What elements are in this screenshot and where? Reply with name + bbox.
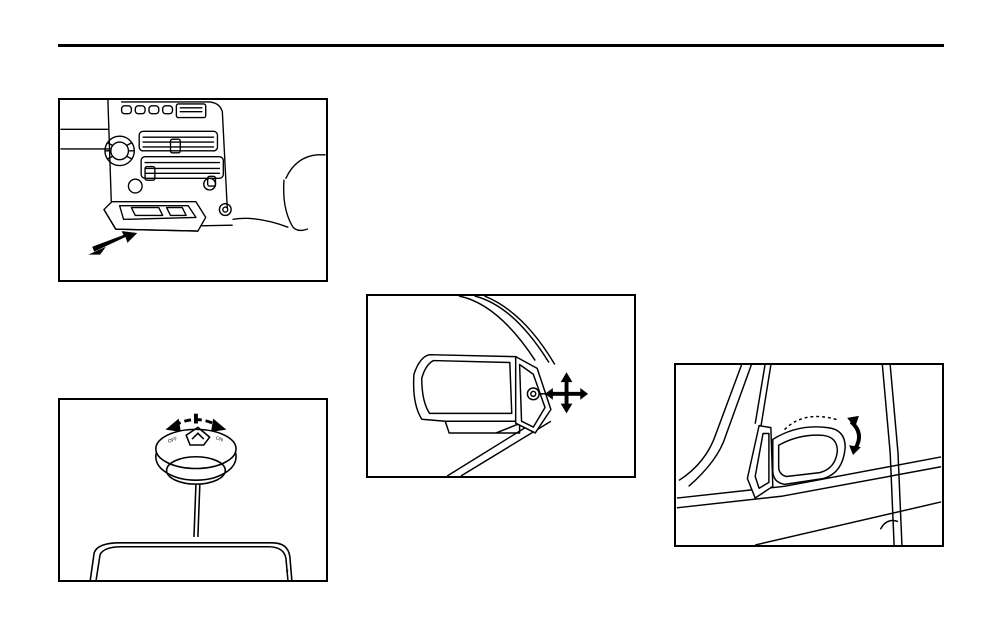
ashtray-pull-out-icon	[60, 100, 326, 255]
figure-ashtray	[58, 98, 328, 282]
on-label: ON	[215, 435, 224, 443]
header-rule	[58, 44, 944, 47]
mirror-fold-icon	[676, 365, 942, 545]
figure-mirror-adjust	[366, 294, 636, 478]
fold-arrow	[847, 415, 861, 455]
rotation-arrow	[165, 413, 227, 432]
interior-lamp-switch-icon: OFF ON ıı	[89, 413, 293, 580]
mirror-adjust-lever-icon	[412, 296, 589, 476]
off-label: OFF	[167, 436, 178, 445]
figure-lamp-switch: OFF ON ıı	[58, 398, 328, 582]
small-mark: ıı	[286, 569, 289, 574]
four-way-arrow	[545, 372, 589, 414]
pull-arrow	[88, 231, 138, 255]
figure-mirror-fold	[674, 363, 944, 547]
